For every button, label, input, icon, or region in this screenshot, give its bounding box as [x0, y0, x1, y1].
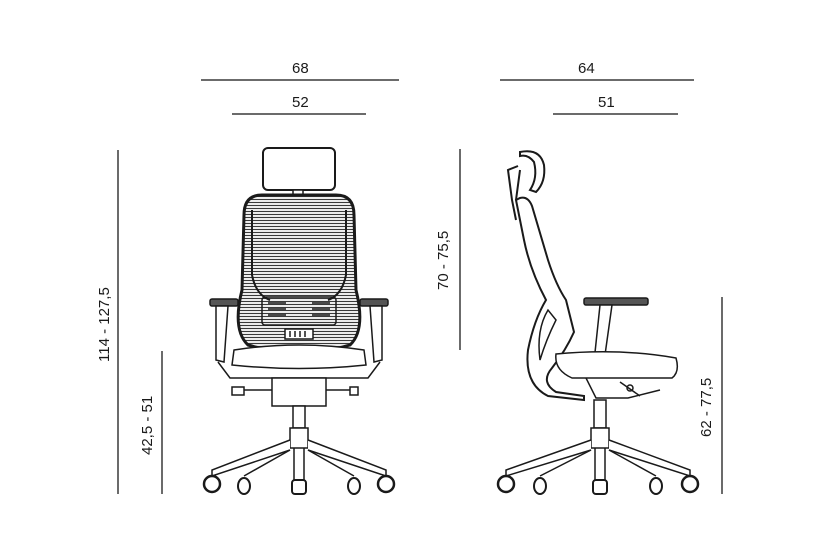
- side-overall-depth-line: [500, 79, 694, 81]
- front-seat-width-line: [232, 113, 366, 115]
- front-overall-width-line: [201, 79, 399, 81]
- seat: [231, 344, 367, 370]
- backrest-mesh: [236, 193, 362, 354]
- headrest: [262, 147, 336, 191]
- side-seat-depth-line: [553, 113, 678, 115]
- side-overall-depth-label: 64: [578, 60, 595, 77]
- seat: [555, 351, 679, 379]
- front-overall-width-label: 68: [292, 60, 309, 77]
- front-view-chair: [202, 147, 396, 495]
- side-armrest-height-line: [721, 297, 723, 494]
- side-backrest-height-line: [459, 149, 461, 350]
- front-seat-width-label: 52: [292, 94, 309, 111]
- front-overall-height-line: [117, 150, 119, 494]
- side-view-chair: [496, 150, 700, 495]
- side-seat-depth-label: 51: [598, 94, 615, 111]
- front-seat-height-line: [161, 351, 163, 494]
- headrest: [519, 150, 546, 194]
- backrest-profile: [514, 196, 585, 402]
